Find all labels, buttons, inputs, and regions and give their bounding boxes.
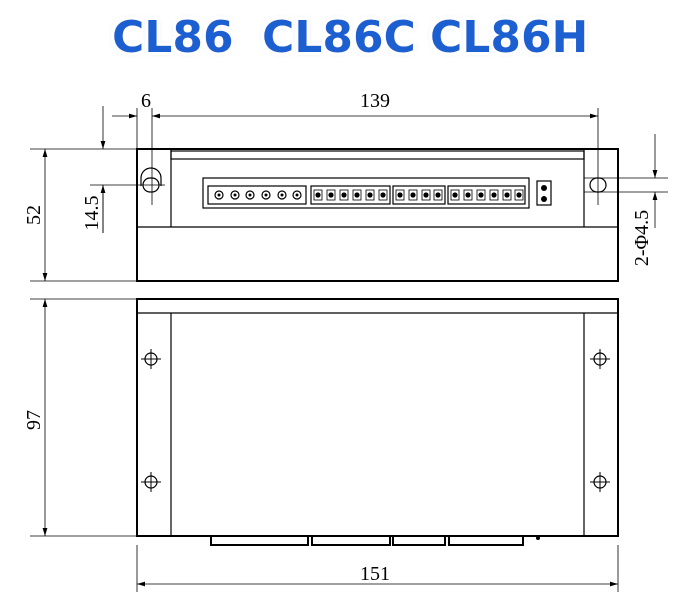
dim-label-97: 97 <box>23 410 45 430</box>
jumper-block <box>536 180 552 206</box>
signal-pin <box>421 189 431 201</box>
signal-pin <box>450 189 460 201</box>
dim-label-14-5: 14.5 <box>81 196 103 231</box>
signal-pin <box>408 189 418 201</box>
dim-depth: 97 <box>23 298 137 537</box>
signal-pin <box>352 189 362 201</box>
power-pin <box>292 190 302 200</box>
power-pin <box>230 190 240 200</box>
power-pin <box>214 190 224 200</box>
front-view-outline <box>136 148 619 282</box>
dim-front-height: 52 <box>23 148 137 282</box>
dim-hole-spec: 2-Φ4.5 <box>584 134 668 266</box>
signal-pin <box>339 189 349 201</box>
jumper-pin <box>541 185 547 191</box>
signal-pin <box>378 189 388 201</box>
bottom-connectors <box>210 535 540 546</box>
mounting-holes <box>141 349 610 492</box>
signal-pin <box>433 189 443 201</box>
signal-pin <box>463 189 473 201</box>
dim-label-139: 139 <box>360 90 390 112</box>
dim-label-hole-spec: 2-Φ4.5 <box>631 210 653 266</box>
top-view-outline <box>136 298 619 537</box>
top-view <box>136 298 619 546</box>
dim-hole-height: 14.5 <box>81 106 165 233</box>
signal-pin <box>489 189 499 201</box>
signal-pin <box>326 189 336 201</box>
model-name-cl86: CL86 <box>112 12 234 62</box>
signal-pin <box>514 189 524 201</box>
heatsink-top-edge <box>170 150 585 160</box>
front-view <box>136 148 619 282</box>
dim-top-width: 139 <box>151 90 599 205</box>
signal-pin <box>395 189 405 201</box>
model-name-cl86c: CL86C <box>262 12 416 62</box>
model-name-cl86h: CL86H <box>430 12 588 62</box>
power-terminal-pins <box>214 190 302 200</box>
dim-mount-offset: 6 <box>112 90 151 148</box>
dim-total-width: 151 <box>136 545 619 592</box>
power-pin <box>245 190 255 200</box>
terminal-connectors <box>202 177 552 209</box>
signal-pin <box>313 189 323 201</box>
dim-label-151: 151 <box>360 563 390 585</box>
dim-label-52: 52 <box>23 205 45 225</box>
signal-pin <box>476 189 486 201</box>
title-banner: CL86 CL86C CL86H <box>112 12 588 62</box>
signal-pin <box>502 189 512 201</box>
dim-label-6: 6 <box>141 90 151 112</box>
signal-terminal-pins <box>313 185 547 202</box>
power-pin <box>277 190 287 200</box>
jumper-pin <box>541 196 547 202</box>
signal-pin <box>365 189 375 201</box>
power-pin <box>261 190 271 200</box>
